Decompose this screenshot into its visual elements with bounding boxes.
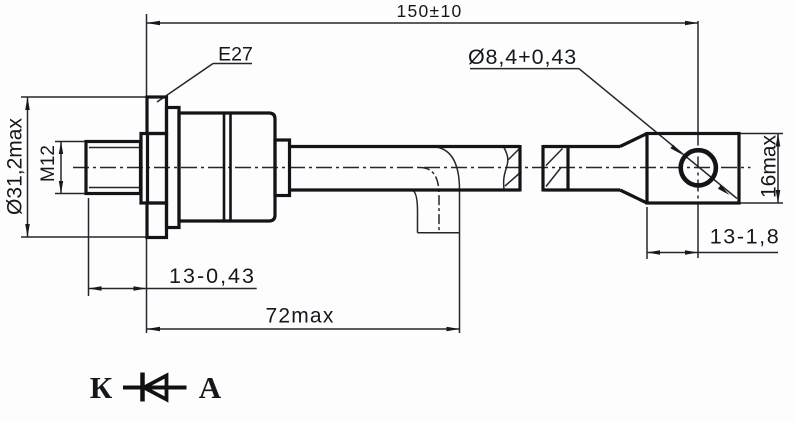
svg-text:13-1,8: 13-1,8 — [710, 225, 781, 249]
svg-text:72max: 72max — [265, 305, 334, 328]
svg-text:150±10: 150±10 — [396, 1, 462, 21]
svg-text:А: А — [199, 370, 222, 405]
svg-text:К: К — [90, 370, 113, 405]
svg-text:Ø31,2max: Ø31,2max — [4, 118, 27, 215]
svg-text:E27: E27 — [218, 44, 253, 66]
svg-text:Ø8,4+0,43: Ø8,4+0,43 — [468, 45, 577, 69]
svg-text:13-0,43: 13-0,43 — [169, 264, 256, 288]
svg-text:M12: M12 — [38, 145, 59, 182]
svg-text:16max: 16max — [758, 134, 781, 198]
